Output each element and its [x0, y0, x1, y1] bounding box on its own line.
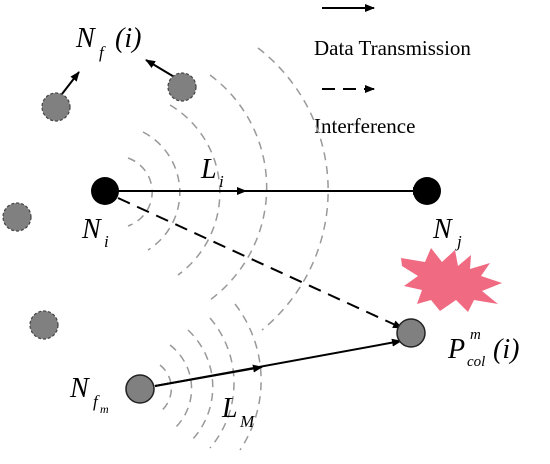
label-ni: N i	[81, 214, 109, 251]
label-nfm: N f m	[69, 373, 109, 416]
node-ni	[91, 177, 119, 205]
node-nj	[413, 177, 441, 205]
transmission-arrow-tick-m	[154, 364, 263, 387]
node-pcol	[396, 318, 426, 348]
interference-arrow-ni-pcol	[117, 197, 403, 329]
label-pcol-paren: (i)	[493, 334, 519, 365]
label-nf-sub: f	[99, 43, 106, 62]
neighbor-move-arrow-right	[145, 59, 177, 79]
legend-dashed-label: Interference	[314, 114, 415, 138]
neighbor-move-arrow-left	[61, 71, 80, 95]
label-lm: L M	[221, 393, 255, 431]
node-nfm	[125, 374, 155, 404]
label-nj-main: N	[432, 214, 453, 245]
label-nf-main: N	[75, 23, 96, 54]
label-pcol-sup: m	[470, 327, 481, 343]
label-pcol-main: P	[447, 334, 465, 365]
wave-arcs-nfm	[159, 303, 262, 451]
node-neighbor-4	[29, 310, 59, 340]
legend: Data Transmission Interference	[314, 4, 471, 138]
label-nf-i: N f (i)	[75, 23, 141, 62]
label-lm-sub: M	[239, 412, 255, 431]
label-li: L i	[200, 154, 224, 191]
label-nj-sub: j	[455, 232, 462, 251]
node-neighbor-3	[2, 202, 32, 232]
label-li-main: L	[200, 154, 217, 185]
label-pcol-sub: col	[467, 354, 485, 370]
label-ni-main: N	[81, 214, 102, 245]
label-nfm-subsub: m	[100, 402, 109, 416]
label-nj: N j	[432, 214, 462, 251]
label-li-sub: i	[219, 172, 224, 191]
wave-arcs-ni	[127, 47, 329, 331]
node-neighbor-1	[41, 92, 71, 122]
label-pcol: P m col (i)	[447, 327, 519, 370]
collision-burst	[401, 248, 502, 312]
label-ni-sub: i	[104, 232, 109, 251]
label-lm-main: L	[221, 393, 238, 424]
legend-solid-label: Data Transmission	[314, 36, 471, 60]
label-nfm-main: N	[69, 373, 90, 404]
label-nf-paren: (i)	[115, 23, 141, 54]
label-nfm-sub: f	[93, 392, 100, 411]
node-neighbor-2	[167, 72, 197, 102]
